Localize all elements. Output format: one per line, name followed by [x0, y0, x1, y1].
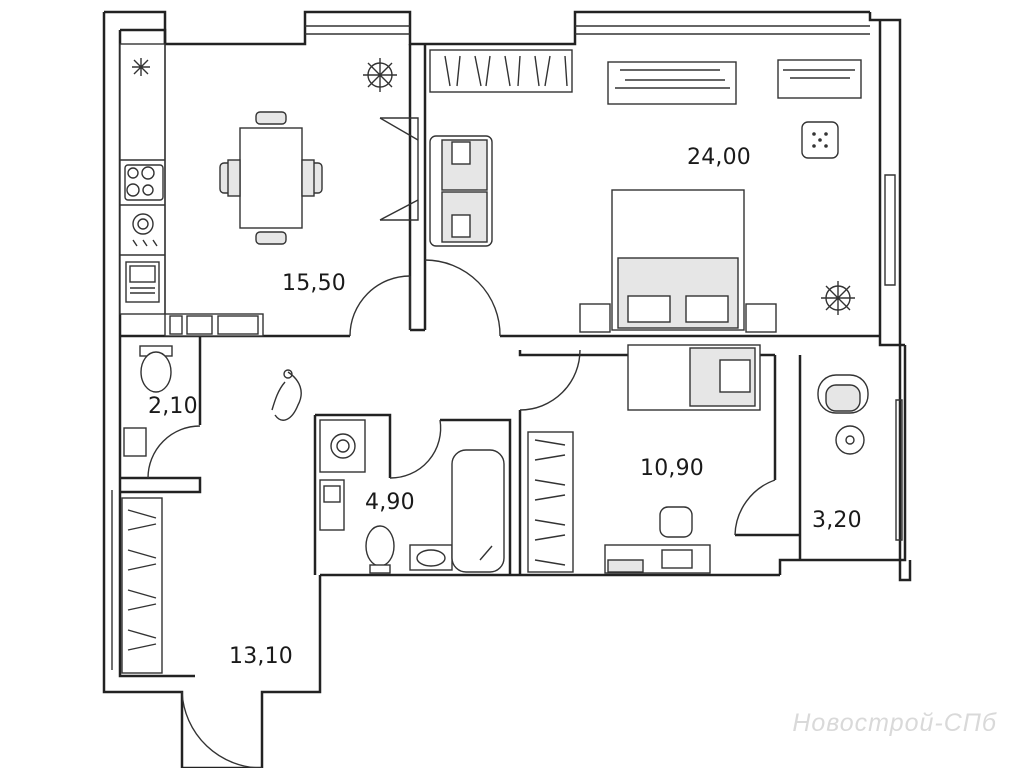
area-label-wc: 2,10 — [148, 394, 198, 419]
area-label-bathroom: 4,90 — [365, 490, 415, 515]
wardrobe-2 — [527, 431, 574, 573]
wardrobe — [429, 49, 862, 105]
armchair — [817, 374, 869, 455]
area-label-second-room: 10,90 — [640, 456, 704, 481]
area-label-balcony: 3,20 — [812, 508, 862, 533]
windows — [111, 25, 903, 670]
washing-machine — [319, 419, 366, 531]
interior-walls — [120, 44, 880, 575]
single-bed — [627, 344, 761, 411]
area-label-living-kitchen: 15,50 — [282, 271, 346, 296]
shoe-rack — [121, 497, 163, 674]
dining-table — [219, 111, 323, 245]
kitchen-units — [119, 43, 264, 337]
sofa — [379, 117, 493, 247]
bathroom-fixtures — [365, 449, 505, 574]
area-label-hallway: 13,10 — [229, 644, 293, 669]
door-swings — [147, 259, 776, 768]
area-label-bedroom: 24,00 — [687, 145, 751, 170]
watermark: Новострой-СПб — [792, 709, 997, 737]
plant-icon — [363, 58, 855, 315]
cat-icon — [271, 369, 302, 421]
desk — [604, 506, 711, 574]
outer-walls — [102, 10, 912, 768]
toilet — [123, 345, 173, 457]
pouf — [801, 121, 839, 159]
double-bed — [579, 189, 777, 333]
